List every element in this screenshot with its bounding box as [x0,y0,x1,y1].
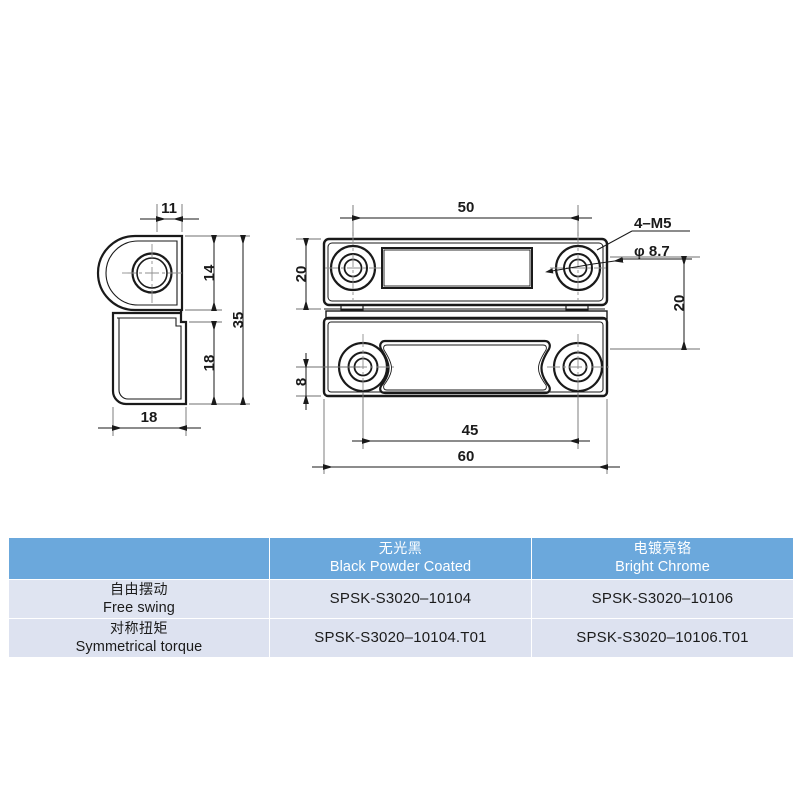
code-free-swing-chrome: SPSK-S3020–10106 [591,590,734,608]
dim-label-18h: 18 [141,409,158,426]
leader-phi-right [592,256,624,265]
code-symmetrical-torque-chrome: SPSK-S3020–10106.T01 [576,629,749,647]
code-symmetrical-torque-black: SPSK-S3020–10104.T01 [314,629,487,647]
row-label-cn-symmetrical-torque: 对称扭矩 [110,620,168,637]
table-body: 自由摆动 Free swing SPSK-S3020–10104 SPSK-S3… [8,579,794,658]
header-cell-bright-chrome: 电镀亮铬 Bright Chrome [531,537,794,580]
upper-leaf-recess [381,247,533,289]
dim-label-20-upper: 20 [293,266,310,283]
dim-label-50: 50 [458,199,475,216]
lower-leaf-view [322,304,609,400]
row-label-free-swing: 自由摆动 Free swing [8,579,270,619]
leader-phi-left [545,263,594,274]
side-view-upper-inner [105,240,178,306]
header-en-bright-chrome: Bright Chrome [615,559,710,576]
leader-4m5 [596,230,633,251]
lower-leaf-inner-outline [327,321,604,393]
dim-label-8: 8 [293,378,310,386]
side-view-lower-body [111,311,188,406]
technical-drawing: 11 14 18 35 [96,199,700,474]
drawing-canvas: 11 14 18 35 [96,199,700,474]
bottom-dimensions: 45 60 [312,392,620,474]
side-view: 11 14 18 35 [96,200,250,436]
header-cell-black-powder-coated: 无光黑 Black Powder Coated [269,537,532,580]
product-code-table: 无光黑 Black Powder Coated 电镀亮铬 Bright Chro… [8,537,794,658]
dim-label-35: 35 [230,312,247,329]
header-en-black-powder-coated: Black Powder Coated [329,559,472,576]
header-cell-blank [8,537,270,580]
table-header-row: 无光黑 Black Powder Coated 电镀亮铬 Bright Chro… [8,537,794,580]
upper-leaf-outline [322,237,609,307]
lower-leaf-outline [322,316,609,398]
dim-label-14: 14 [201,264,218,281]
row-label-en-symmetrical-torque: Symmetrical torque [75,638,203,655]
dim-label-45: 45 [462,422,479,439]
knuckle-tab-right [565,304,589,311]
row-label-en-free-swing: Free swing [103,599,175,616]
cell-symmetrical-torque-black: SPSK-S3020–10104.T01 [269,618,532,658]
side-view-lower-inner [117,317,182,400]
upper-leaf-inner-outline [327,242,604,302]
upper-leaf-recess-inner [383,249,531,287]
dim-label-11: 11 [161,200,177,217]
lower-leaf-recess-inner [383,344,547,391]
table-header: 无光黑 Black Powder Coated 电镀亮铬 Bright Chro… [8,537,794,580]
table-row: 自由摆动 Free swing SPSK-S3020–10104 SPSK-S3… [8,579,794,619]
row-label-cn-free-swing: 自由摆动 [110,581,168,598]
knuckle-tab-left [340,304,364,311]
callout-phi-8-7: φ 8.7 [634,243,670,260]
table-row: 对称扭矩 Symmetrical torque SPSK-S3020–10104… [8,618,794,658]
cell-free-swing-black: SPSK-S3020–10104 [269,579,532,619]
header-cn-black-powder-coated: 无光黑 [378,540,423,557]
right-vertical-dimension: 20 [610,256,700,350]
row-label-symmetrical-torque: 对称扭矩 Symmetrical torque [8,618,270,658]
header-cn-bright-chrome: 电镀亮铬 [633,540,692,557]
dim-label-18v: 18 [201,355,218,372]
upper-leaf-view: 4–M5 φ 8.7 50 [322,199,692,307]
dim-label-60: 60 [458,448,475,465]
lower-leaf-recess [379,339,551,395]
callout-4-m5: 4–M5 [634,215,672,232]
side-view-upper-body [96,234,184,312]
cell-symmetrical-torque-chrome: SPSK-S3020–10106.T01 [531,618,794,658]
left-vertical-dimensions: 20 8 [293,238,360,410]
cell-free-swing-chrome: SPSK-S3020–10106 [531,579,794,619]
dim-label-20-lower: 20 [671,295,688,312]
code-free-swing-black: SPSK-S3020–10104 [329,590,472,608]
